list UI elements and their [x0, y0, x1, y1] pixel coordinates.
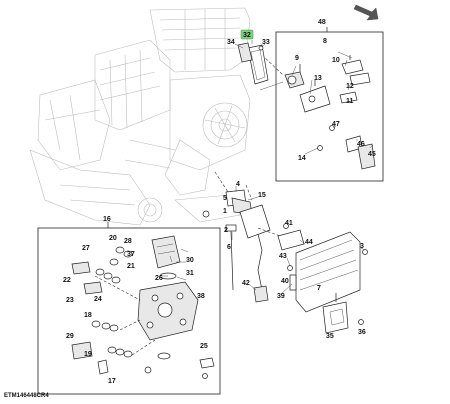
engine-ghost-art	[29, 7, 251, 226]
callout-28: 28	[124, 238, 132, 245]
callout-30: 30	[186, 257, 194, 264]
callout-31: 31	[186, 270, 194, 277]
callout-10: 10	[332, 57, 340, 64]
callout-22: 22	[63, 277, 71, 284]
callout-15: 15	[258, 192, 266, 199]
callout-2: 2	[224, 227, 228, 234]
callout-35: 35	[326, 333, 334, 340]
callout-11: 11	[346, 98, 354, 105]
cooler-assembly	[257, 223, 368, 313]
callout-40: 40	[281, 278, 289, 285]
callout-32: 32	[243, 32, 251, 39]
callout-48: 48	[318, 19, 326, 26]
callout-4: 4	[236, 181, 240, 188]
callout-29: 29	[66, 333, 74, 340]
callout-19: 19	[84, 351, 92, 358]
callout-13: 13	[314, 75, 322, 82]
callout-42: 42	[242, 280, 250, 287]
direction-arrow-icon	[353, 4, 379, 21]
callout-38: 38	[197, 293, 205, 300]
group-48-box	[259, 27, 384, 182]
callout-26: 26	[155, 275, 163, 282]
cover-gasket	[237, 42, 269, 85]
callout-39: 39	[277, 293, 285, 300]
group-16-box	[37, 222, 221, 395]
callout-32-highlight	[240, 29, 254, 40]
callout-12: 12	[346, 83, 354, 90]
callout-43: 43	[279, 253, 287, 260]
callout-25: 25	[200, 343, 208, 350]
callout-18: 18	[84, 312, 92, 319]
callout-8: 8	[323, 38, 327, 45]
callout-16: 16	[103, 216, 111, 223]
callout-23: 23	[66, 297, 74, 304]
bracket-35	[322, 293, 364, 334]
callout-24: 24	[94, 296, 102, 303]
callout-27: 27	[82, 245, 90, 252]
callout-37: 37	[127, 251, 135, 258]
callout-14: 14	[298, 155, 306, 162]
callout-7: 7	[317, 285, 321, 292]
callout-33: 33	[262, 39, 270, 46]
callout-47: 47	[332, 121, 340, 128]
callout-41: 41	[285, 220, 293, 227]
callout-5: 5	[223, 195, 227, 202]
callout-6: 6	[227, 244, 231, 251]
callout-17: 17	[108, 378, 116, 385]
callout-46: 46	[357, 141, 365, 148]
callout-36: 36	[358, 329, 366, 336]
callout-labels: 48 8 34 32 33 10 9 13 12 11 47 46 45 14 …	[63, 19, 376, 385]
callout-1: 1	[223, 208, 227, 215]
callout-34: 34	[227, 39, 235, 46]
leader-lines	[162, 40, 374, 295]
figure-reference-code: ETM146448CR4	[4, 393, 49, 399]
callout-44: 44	[305, 239, 313, 246]
callout-9: 9	[295, 55, 299, 62]
callout-21: 21	[127, 263, 135, 270]
callout-20: 20	[109, 235, 117, 242]
mid-harness	[202, 171, 271, 303]
callout-45: 45	[368, 151, 376, 158]
callout-3: 3	[360, 243, 364, 250]
